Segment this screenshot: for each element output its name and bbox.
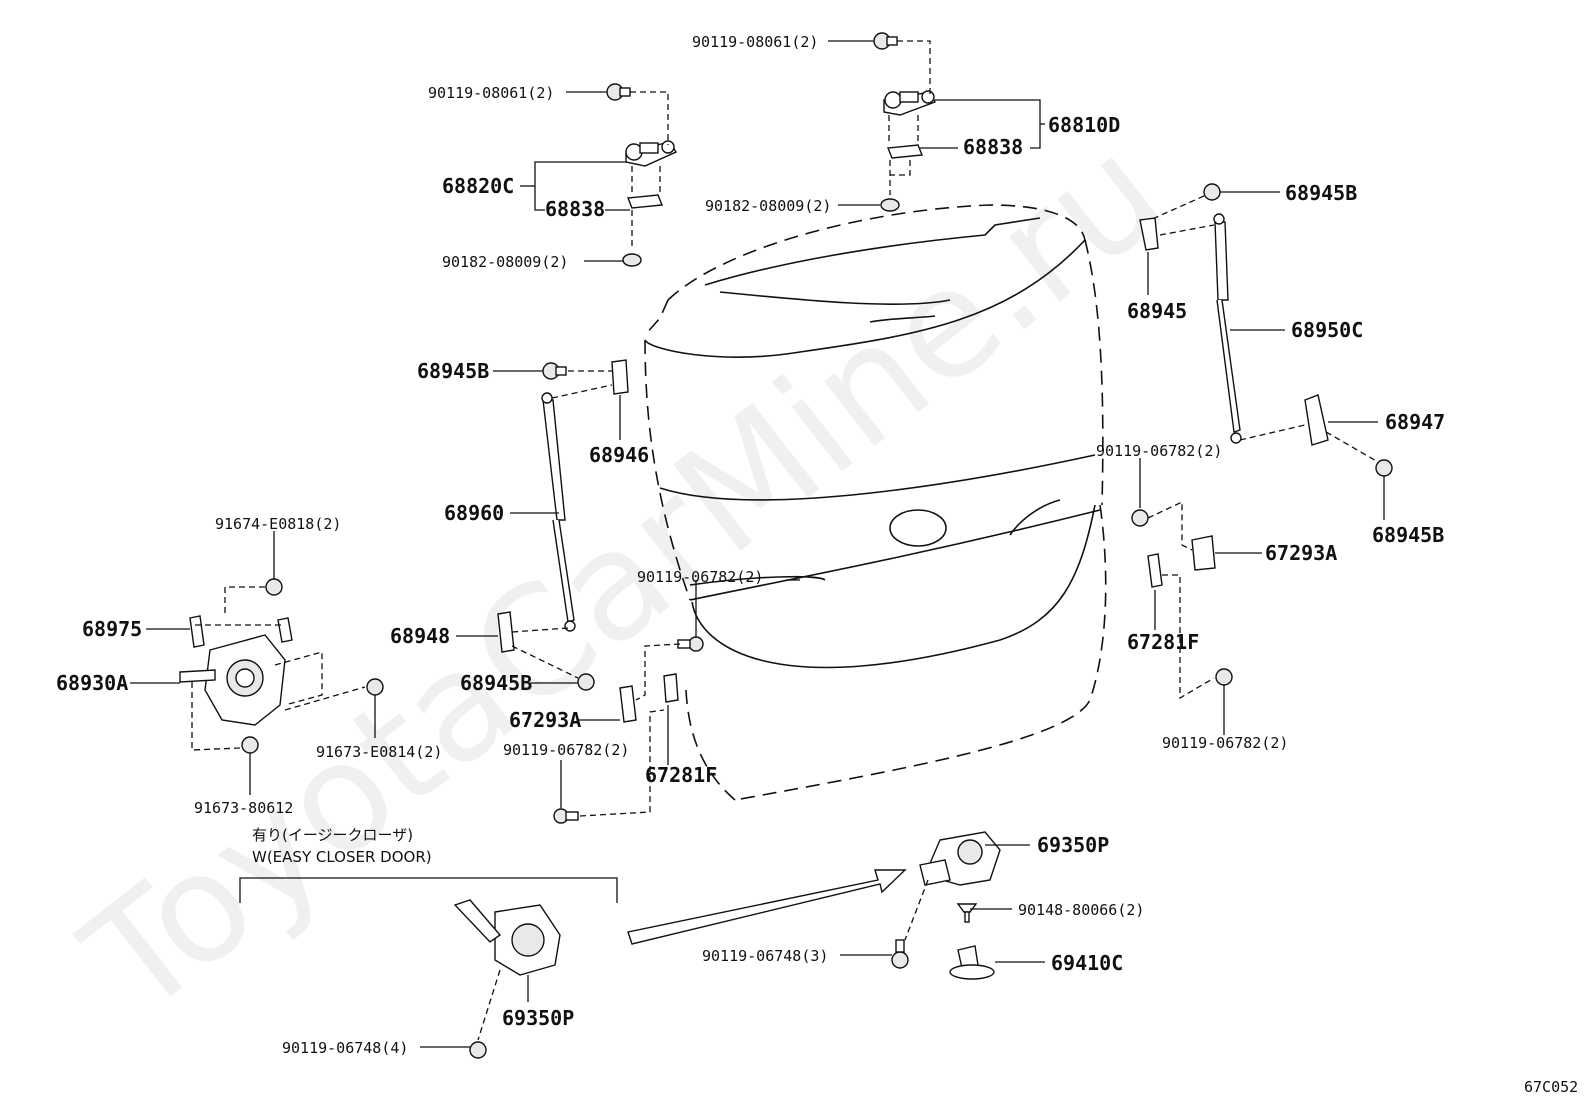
bolt-90119-08061-icon bbox=[873, 32, 898, 50]
label-68930A[interactable]: 68930A bbox=[56, 671, 128, 695]
label-90119-08061-top[interactable]: 90119-08061(2) bbox=[692, 33, 818, 51]
gas-strut-68950C-icon bbox=[1213, 213, 1242, 444]
label-90182-08009-left[interactable]: 90182-08009(2) bbox=[442, 253, 568, 271]
label-67281F-right[interactable]: 67281F bbox=[1127, 630, 1199, 654]
label-68945B-top-right[interactable]: 68945B bbox=[1285, 181, 1357, 205]
label-91674-E0818[interactable]: 91674-E0818(2) bbox=[215, 515, 341, 533]
label-90119-06782-center[interactable]: 90119-06782(2) bbox=[637, 568, 763, 586]
screw-90119-06748-4-icon bbox=[469, 1041, 487, 1059]
label-68945B-left[interactable]: 68945B bbox=[417, 359, 489, 383]
bolt-68945B-bottom-left-icon bbox=[577, 673, 595, 691]
bracket-68946-icon bbox=[611, 359, 629, 395]
label-90182-08009-right[interactable]: 90182-08009(2) bbox=[705, 197, 831, 215]
part-labels: 90119-08061(2) 90119-08061(2) 68810D 688… bbox=[56, 33, 1445, 1057]
bolt-90119-06782-left-icon bbox=[553, 808, 579, 824]
label-68947[interactable]: 68947 bbox=[1385, 410, 1445, 434]
screw-90119-06748-3-icon bbox=[891, 939, 909, 969]
label-68810D[interactable]: 68810D bbox=[1048, 113, 1120, 137]
bracket-68947-icon bbox=[1304, 394, 1329, 446]
label-91673-E0814[interactable]: 91673-E0814(2) bbox=[316, 743, 442, 761]
label-90119-06782-right[interactable]: 90119-06782(2) bbox=[1096, 442, 1222, 460]
label-68948[interactable]: 68948 bbox=[390, 624, 450, 648]
label-68946[interactable]: 68946 bbox=[589, 443, 649, 467]
striker-67281F-left-icon bbox=[663, 673, 679, 703]
direction-arrow-icon bbox=[627, 869, 907, 945]
label-68838-right[interactable]: 68838 bbox=[963, 135, 1023, 159]
striker-69410C-icon bbox=[949, 945, 995, 980]
bolt-68945B-right-icon bbox=[1375, 459, 1393, 477]
hinge-68810D-icon bbox=[883, 90, 936, 116]
latch-67293A-left-icon bbox=[619, 685, 637, 723]
latch-67293A-right-icon bbox=[1191, 535, 1216, 571]
bolt-91673-E0814-icon bbox=[366, 678, 384, 696]
label-90119-06782-left[interactable]: 90119-06782(2) bbox=[503, 741, 629, 759]
bracket-68948-icon bbox=[497, 611, 515, 653]
label-68820C[interactable]: 68820C bbox=[442, 174, 514, 198]
label-67293A-right[interactable]: 67293A bbox=[1265, 541, 1337, 565]
nut-90182-08009-left-icon bbox=[622, 253, 642, 267]
label-69410C[interactable]: 69410C bbox=[1051, 951, 1123, 975]
label-67281F-left[interactable]: 67281F bbox=[645, 763, 717, 787]
easy-closer-bracket bbox=[239, 877, 618, 903]
closer-motor-69350P-right-icon bbox=[919, 831, 1001, 886]
closer-motor-69350P-left-icon bbox=[453, 899, 561, 976]
hinge-68820C-icon bbox=[625, 140, 678, 167]
label-69350P-left[interactable]: 69350P bbox=[502, 1006, 574, 1030]
bolt-91673-80612-icon bbox=[241, 736, 259, 754]
label-68960[interactable]: 68960 bbox=[444, 501, 504, 525]
bolt-91674-E0818-icon bbox=[265, 578, 283, 596]
nut-90182-08009-right-icon bbox=[880, 198, 900, 212]
label-68838-left[interactable]: 68838 bbox=[545, 197, 605, 221]
diagram-code: 67C052 bbox=[1524, 1078, 1578, 1096]
label-90119-08061-left[interactable]: 90119-08061(2) bbox=[428, 84, 554, 102]
bolt-90119-08061-left-icon bbox=[606, 83, 631, 101]
label-68975[interactable]: 68975 bbox=[82, 617, 142, 641]
back-door-panel bbox=[644, 204, 1107, 801]
bolt-90119-06782-center-icon bbox=[677, 636, 704, 652]
easy-closer-note-jp: 有り(イージークローザ) bbox=[252, 826, 413, 844]
label-90119-06782-bottom-right[interactable]: 90119-06782(2) bbox=[1162, 734, 1288, 752]
label-68945B-bottom-left[interactable]: 68945B bbox=[460, 671, 532, 695]
gas-strut-68960-icon bbox=[541, 392, 576, 632]
lock-assembly-68930A-icon bbox=[179, 634, 286, 726]
label-68945B-right[interactable]: 68945B bbox=[1372, 523, 1444, 547]
bolt-68945B-top-right-icon bbox=[1203, 183, 1221, 201]
label-68945[interactable]: 68945 bbox=[1127, 299, 1187, 323]
label-69350P-right[interactable]: 69350P bbox=[1037, 833, 1109, 857]
shim-68838-left-icon bbox=[627, 194, 663, 209]
easy-closer-note-en: W(EASY CLOSER DOOR) bbox=[252, 848, 432, 866]
leader-lines bbox=[130, 40, 1385, 1048]
label-91673-80612[interactable]: 91673-80612 bbox=[194, 799, 293, 817]
label-90148-80066[interactable]: 90148-80066(2) bbox=[1018, 901, 1144, 919]
bolt-68945B-left-icon bbox=[542, 362, 567, 380]
label-90119-06748-4[interactable]: 90119-06748(4) bbox=[282, 1039, 408, 1057]
shim-68838-right-icon bbox=[887, 144, 923, 159]
bracket-68945-icon bbox=[1139, 217, 1159, 251]
screw-90148-80066-icon bbox=[956, 903, 978, 923]
bolt-90119-06782-bottom-right-icon bbox=[1215, 668, 1233, 686]
label-68950C[interactable]: 68950C bbox=[1291, 318, 1363, 342]
bracket-68975-icon bbox=[189, 615, 293, 648]
bolt-90119-06782-right-icon bbox=[1131, 509, 1149, 527]
striker-67281F-right-icon bbox=[1147, 553, 1163, 588]
label-90119-06748-3[interactable]: 90119-06748(3) bbox=[702, 947, 828, 965]
label-67293A-left[interactable]: 67293A bbox=[509, 708, 581, 732]
